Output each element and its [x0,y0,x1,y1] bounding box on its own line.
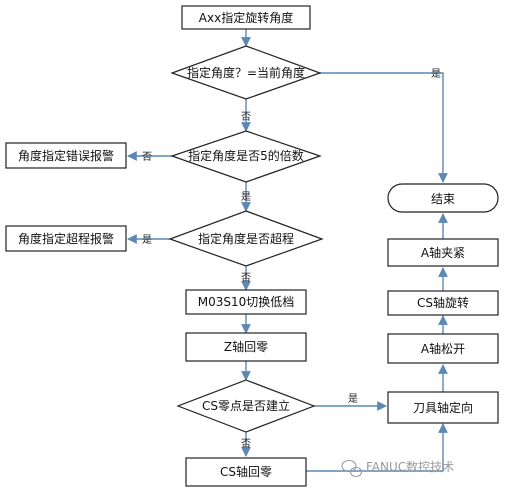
wechat-icon [341,459,363,478]
label-yes-cs-zero: 是 [348,393,358,405]
node-check-cs-zero-label: CS零点是否建立 [202,398,290,413]
node-check-over-label: 指定角度是否超程 [198,231,294,246]
node-check-cs-zero: CS零点是否建立 [176,379,316,433]
node-over-alarm: 角度指定超程报警 [5,225,127,252]
node-tool-orient: 刀具轴定向 [387,391,499,424]
label-no-equal: 否 [241,111,251,123]
node-over-alarm-label: 角度指定超程报警 [18,231,114,246]
node-a-clamp-label: A轴夹紧 [421,245,465,260]
node-z-home: Z轴回零 [185,332,307,362]
node-check-equal: 指定角度？=当前角度 [170,45,322,100]
node-low-gear-label: M03S10切换低档 [198,295,295,309]
node-start: Axx指定旋转角度 [181,5,311,30]
label-yes-over: 是 [142,234,152,246]
nodes: Axx指定旋转角度 指定角度？=当前角度 指定角度是否5的倍数 角度指定错误报警… [5,5,499,487]
label-no-multiple: 否 [142,151,152,163]
label-no-over: 否 [241,272,251,284]
edge-labels: 是 否 否 是 是 否 是 否 [142,68,441,450]
label-yes-equal: 是 [431,68,441,80]
node-end-label: 结束 [431,192,455,206]
node-error-alarm: 角度指定错误报警 [5,142,127,169]
node-a-release-label: A轴松开 [421,341,465,356]
node-low-gear: M03S10切换低档 [185,289,307,315]
node-cs-rotate: CS轴旋转 [387,290,499,316]
node-check-multiple: 指定角度是否5的倍数 [170,130,322,183]
node-error-alarm-label: 角度指定错误报警 [18,148,114,163]
node-check-equal-label: 指定角度？=当前角度 [187,65,305,80]
node-tool-orient-label: 刀具轴定向 [413,400,473,415]
edge-check-equal-to-end [320,72,448,183]
node-cs-home-label: CS轴回零 [220,464,272,479]
node-check-over: 指定角度是否超程 [168,210,324,267]
watermark-text: FANUC数控技术 [366,459,454,474]
node-end: 结束 [387,183,499,213]
node-z-home-label: Z轴回零 [224,339,268,354]
label-yes-multiple: 是 [241,191,251,203]
node-cs-home: CS轴回零 [185,457,307,487]
label-no-cs-zero: 否 [241,438,251,450]
node-a-release: A轴松开 [387,333,499,364]
node-check-multiple-label: 指定角度是否5的倍数 [188,148,304,163]
node-a-clamp: A轴夹紧 [387,238,499,267]
node-start-label: Axx指定旋转角度 [199,10,293,25]
watermark: FANUC数控技术 [341,459,454,478]
node-cs-rotate-label: CS轴旋转 [417,295,469,310]
